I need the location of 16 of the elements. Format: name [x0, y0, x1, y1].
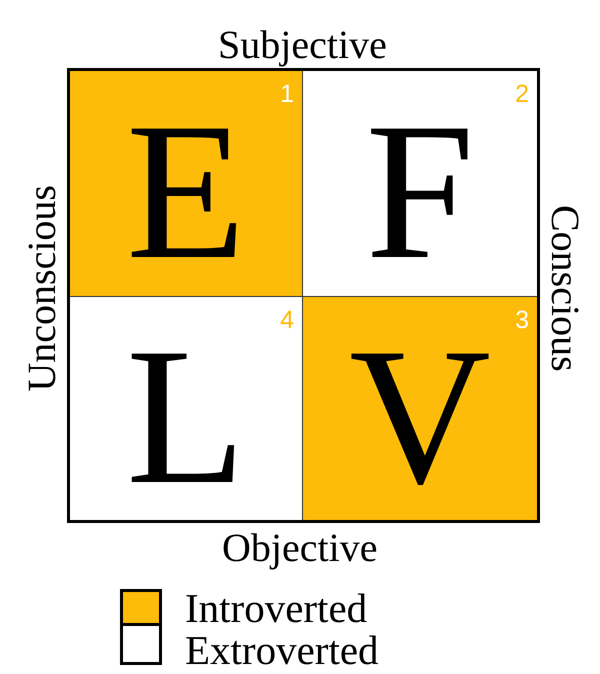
- quadrant-number: 3: [515, 308, 529, 333]
- quadrant-number: 1: [280, 82, 294, 107]
- axis-label: Objective: [222, 528, 378, 568]
- quadrant-tile: [303, 297, 537, 520]
- quadrant-letter: E: [126, 94, 246, 290]
- quadrant-tile: [70, 71, 302, 296]
- quadrant-letter: V: [349, 319, 491, 515]
- quadrant-number: 4: [280, 308, 294, 333]
- quadrant-letter: L: [126, 319, 246, 515]
- quadrant-number: 2: [515, 82, 529, 107]
- axis-label: Subjective: [218, 25, 387, 65]
- legend-label: Introverted: [185, 588, 368, 629]
- axis-label: Unconscious: [22, 185, 62, 392]
- legend-label: Extroverted: [185, 630, 379, 671]
- quadrant-letter: F: [365, 94, 474, 290]
- axis-label: Conscious: [545, 205, 585, 372]
